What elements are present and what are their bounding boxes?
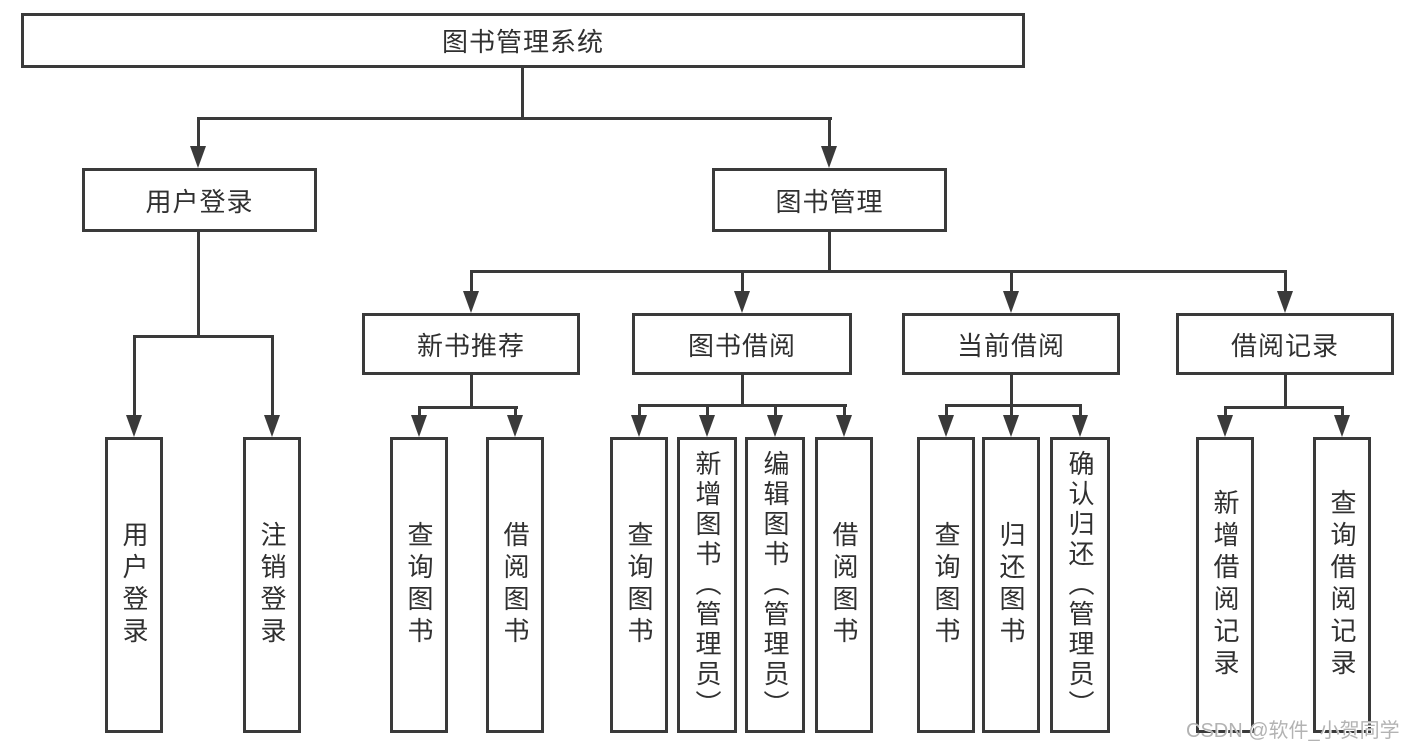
node-book-borrow-label: 图书借阅 [687, 330, 796, 361]
leaf-user-login: 用户登录 [105, 437, 163, 733]
node-borrow-records-label: 借阅记录 [1230, 330, 1339, 361]
connector-line [271, 335, 274, 416]
connector-line [1224, 406, 1344, 409]
leaf-borrow-books-2: 借阅图书 [815, 437, 873, 733]
connector-line [470, 375, 473, 409]
arrow-down-icon [767, 415, 783, 437]
leaf-add-books-admin: 新增图书（管理员） [677, 437, 737, 733]
leaf-borrow-books-1: 借阅图书 [486, 437, 544, 733]
arrow-down-icon [836, 415, 852, 437]
connector-line [1010, 375, 1013, 407]
leaf-label: 查询借阅记录 [1327, 489, 1357, 681]
arrow-down-icon [1003, 415, 1019, 437]
arrow-down-icon [631, 415, 647, 437]
node-book-management-label: 图书管理 [775, 186, 884, 217]
arrow-down-icon [507, 415, 523, 437]
leaf-label: 查询图书 [404, 521, 434, 649]
arrow-down-icon [938, 415, 954, 437]
node-current-borrow: 当前借阅 [902, 313, 1120, 375]
node-book-management: 图书管理 [712, 168, 947, 232]
connector-line [741, 270, 744, 292]
connector-line [197, 117, 832, 120]
connector-line [418, 406, 421, 418]
node-user-login: 用户登录 [82, 168, 317, 232]
connector-line [514, 406, 517, 418]
leaf-label: 查询图书 [931, 521, 961, 649]
leaf-confirm-return-admin: 确认归还（管理员） [1050, 437, 1110, 733]
leaf-query-borrow-record: 查询借阅记录 [1313, 437, 1371, 733]
leaf-label: 确认归还（管理员） [1065, 450, 1095, 720]
connector-line [1010, 404, 1013, 417]
arrow-down-icon [126, 415, 142, 437]
leaf-label: 借阅图书 [500, 521, 530, 649]
node-current-borrow-label: 当前借阅 [956, 330, 1065, 361]
arrow-down-icon [190, 146, 206, 168]
connector-line [1284, 375, 1287, 409]
connector-line [945, 404, 948, 417]
leaf-query-books-3: 查询图书 [917, 437, 975, 733]
node-root: 图书管理系统 [21, 13, 1025, 68]
connector-line [1341, 406, 1344, 418]
connector-line [470, 270, 1287, 273]
arrow-down-icon [699, 415, 715, 437]
node-user-login-label: 用户登录 [145, 186, 254, 217]
arrow-down-icon [1334, 415, 1350, 437]
connector-line [1010, 270, 1013, 292]
node-root-label: 图书管理系统 [441, 27, 604, 57]
leaf-return-books: 归还图书 [982, 437, 1040, 733]
connector-line [741, 375, 744, 407]
arrow-down-icon [1277, 291, 1293, 313]
connector-line [1079, 404, 1082, 417]
leaf-logout: 注销登录 [243, 437, 301, 733]
connector-line [706, 404, 709, 417]
connector-line [133, 335, 136, 416]
node-borrow-records: 借阅记录 [1176, 313, 1394, 375]
node-new-book-recommend: 新书推荐 [362, 313, 580, 375]
connector-line [774, 404, 777, 417]
leaf-label: 用户登录 [119, 521, 149, 649]
connector-line [197, 232, 200, 338]
connector-line [843, 404, 846, 417]
arrow-down-icon [1217, 415, 1233, 437]
connector-line [133, 335, 274, 338]
connector-line [1284, 270, 1287, 292]
connector-line [1224, 406, 1227, 418]
leaf-label: 注销登录 [257, 521, 287, 649]
leaf-query-books-1: 查询图书 [390, 437, 448, 733]
arrow-down-icon [821, 146, 837, 168]
leaf-query-books-2: 查询图书 [610, 437, 668, 733]
connector-line [638, 404, 847, 407]
connector-line [470, 270, 473, 292]
leaf-add-borrow-record: 新增借阅记录 [1196, 437, 1254, 733]
connector-line [197, 117, 200, 148]
arrow-down-icon [411, 415, 427, 437]
csdn-watermark: CSDN @软件_小贺同学 [1186, 720, 1400, 742]
arrow-down-icon [463, 291, 479, 313]
connector-line [638, 404, 641, 417]
leaf-label: 归还图书 [996, 521, 1026, 649]
leaf-edit-books-admin: 编辑图书（管理员） [745, 437, 805, 733]
connector-line [945, 404, 1082, 407]
leaf-label: 借阅图书 [829, 521, 859, 649]
node-new-book-recommend-label: 新书推荐 [416, 330, 525, 361]
connector-line [828, 232, 831, 273]
leaf-label: 查询图书 [624, 521, 654, 649]
arrow-down-icon [1072, 415, 1088, 437]
arrow-down-icon [264, 415, 280, 437]
leaf-label: 编辑图书（管理员） [760, 450, 790, 720]
arrow-down-icon [734, 291, 750, 313]
connector-line [418, 406, 518, 409]
node-book-borrow: 图书借阅 [632, 313, 852, 375]
leaf-label: 新增借阅记录 [1210, 489, 1240, 681]
connector-line [828, 117, 831, 148]
connector-line [521, 68, 524, 118]
arrow-down-icon [1003, 291, 1019, 313]
leaf-label: 新增图书（管理员） [692, 450, 722, 720]
